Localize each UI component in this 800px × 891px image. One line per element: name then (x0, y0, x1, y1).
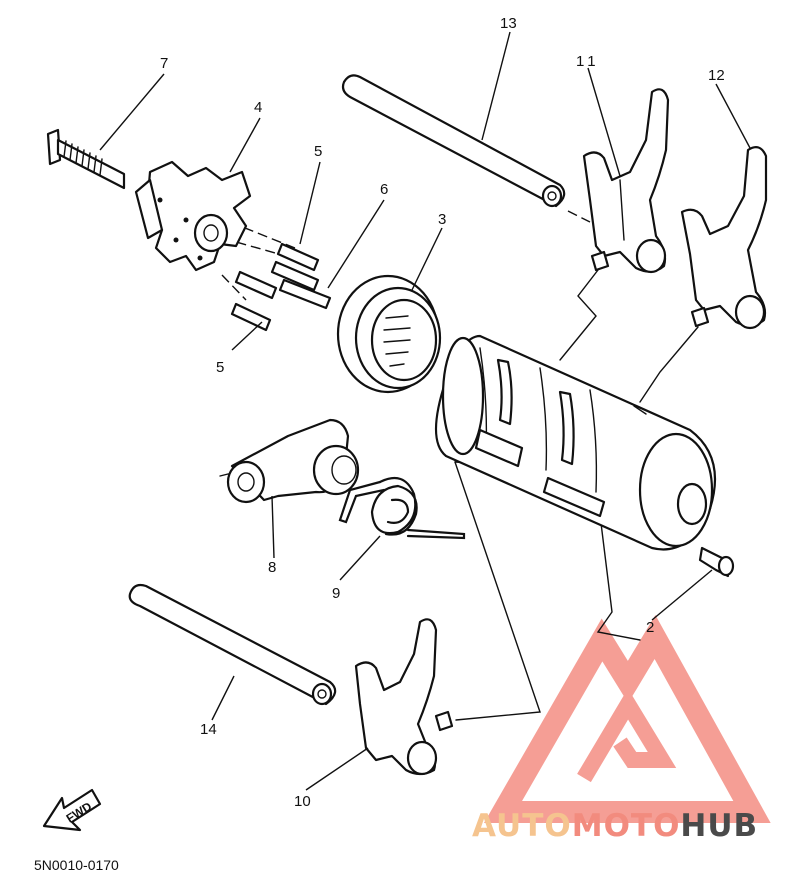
callout-6: 6 (380, 181, 388, 198)
cam-segment (134, 160, 252, 272)
shift-drum (434, 334, 717, 551)
stopper-lever (219, 418, 360, 504)
shift-rod-lower (128, 583, 337, 706)
automotohub-logo-icon (483, 614, 771, 823)
shift-rod-upper (341, 74, 566, 208)
callout-14: 14 (200, 721, 217, 738)
callout-10: 10 (294, 793, 311, 810)
callout-11: 11 (576, 53, 600, 70)
drawing-code: 5N0010-0170 (34, 857, 119, 873)
watermark-auto: AUTO (472, 808, 572, 844)
callouts: 7 4 5 6 5 3 13 11 12 8 9 14 10 2 (160, 15, 725, 810)
callout-12: 12 (708, 67, 725, 84)
callout-3: 3 (438, 211, 446, 228)
callout-4: 4 (254, 99, 262, 116)
shift-fork-10 (354, 618, 454, 776)
callout-13: 13 (500, 15, 517, 32)
callout-8: 8 (268, 559, 276, 576)
torsion-spring (338, 476, 466, 540)
leader-lines (99, 31, 751, 791)
bearing (336, 274, 442, 394)
callout-7: 7 (160, 55, 168, 72)
bolt (46, 128, 126, 190)
assembly-lines (221, 210, 699, 721)
callout-9: 9 (332, 585, 340, 602)
callout-5-bottom: 5 (216, 359, 224, 376)
shift-fork-11 (582, 88, 670, 274)
dowel-pins (230, 242, 332, 332)
fwd-arrow-icon: FWD (42, 788, 102, 832)
drum-pin (698, 546, 735, 578)
watermark-moto: MOTO (572, 808, 681, 844)
shift-fork-12 (680, 146, 768, 330)
watermark-text: AUTOMOTOHUB (472, 808, 758, 844)
callout-2: 2 (646, 619, 654, 636)
watermark-hub: HUB (680, 808, 758, 844)
callout-5-top: 5 (314, 143, 322, 160)
